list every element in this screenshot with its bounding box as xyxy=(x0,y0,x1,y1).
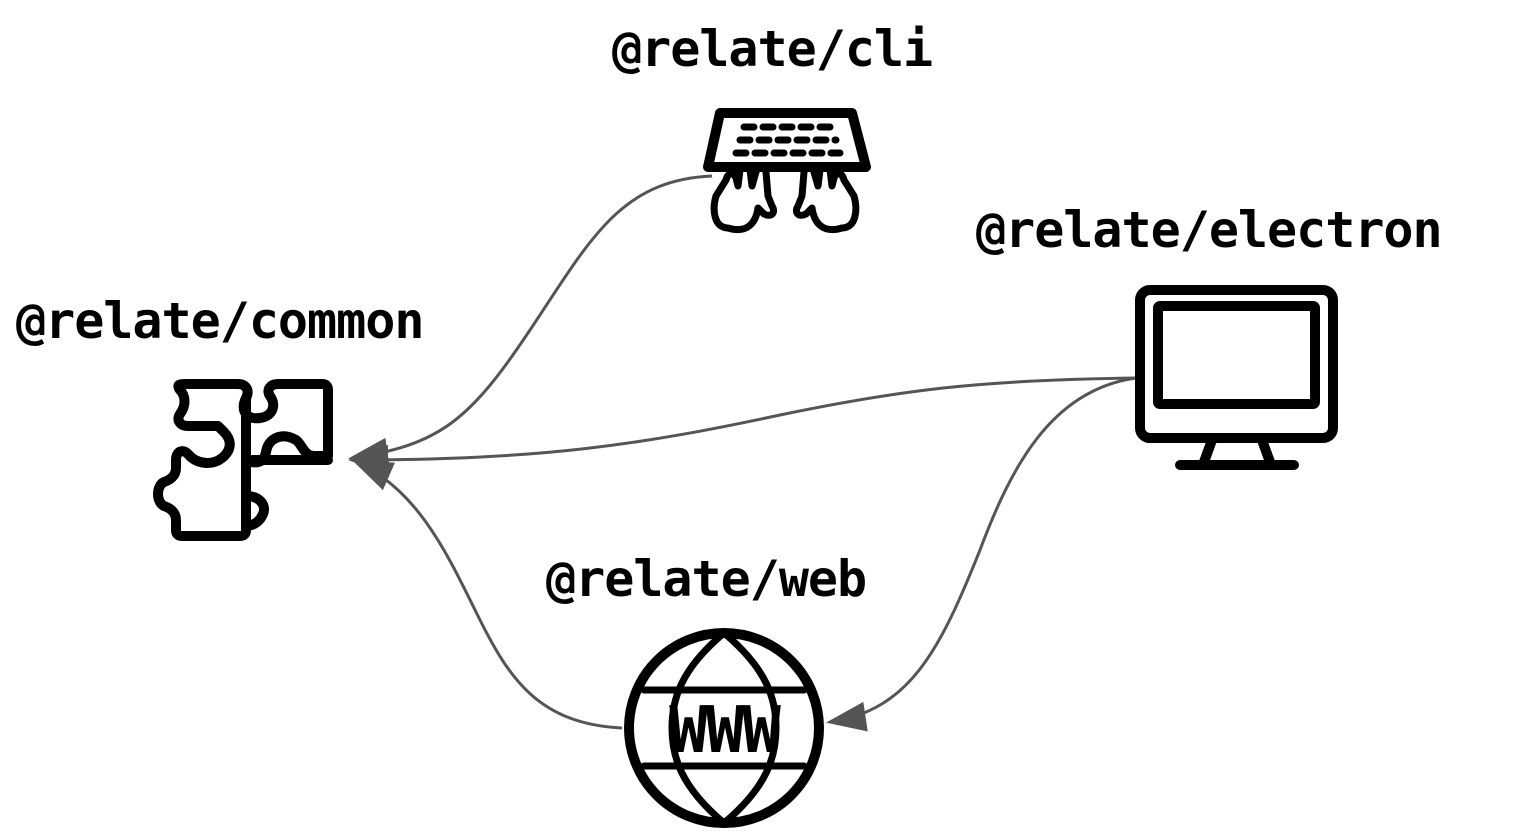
edge-electron-to-web xyxy=(826,376,1137,732)
edge-cli-to-common xyxy=(348,174,713,468)
node-label-electron: @relate/electron xyxy=(976,201,1442,259)
node-label-common: @relate/common xyxy=(16,292,423,350)
desktop-monitor-icon xyxy=(1135,285,1338,470)
www-globe-icon: WWW xyxy=(624,628,824,828)
www-text: WWW xyxy=(669,694,781,768)
keyboard-hands-icon xyxy=(703,108,871,233)
puzzle-pieces-icon xyxy=(153,379,333,541)
node-label-web: @relate/web xyxy=(546,550,866,608)
edges xyxy=(348,174,1137,732)
edge-electron-to-common xyxy=(348,376,1137,475)
node-label-cli: @relate/cli xyxy=(612,20,932,78)
edge-web-to-common xyxy=(352,460,623,730)
